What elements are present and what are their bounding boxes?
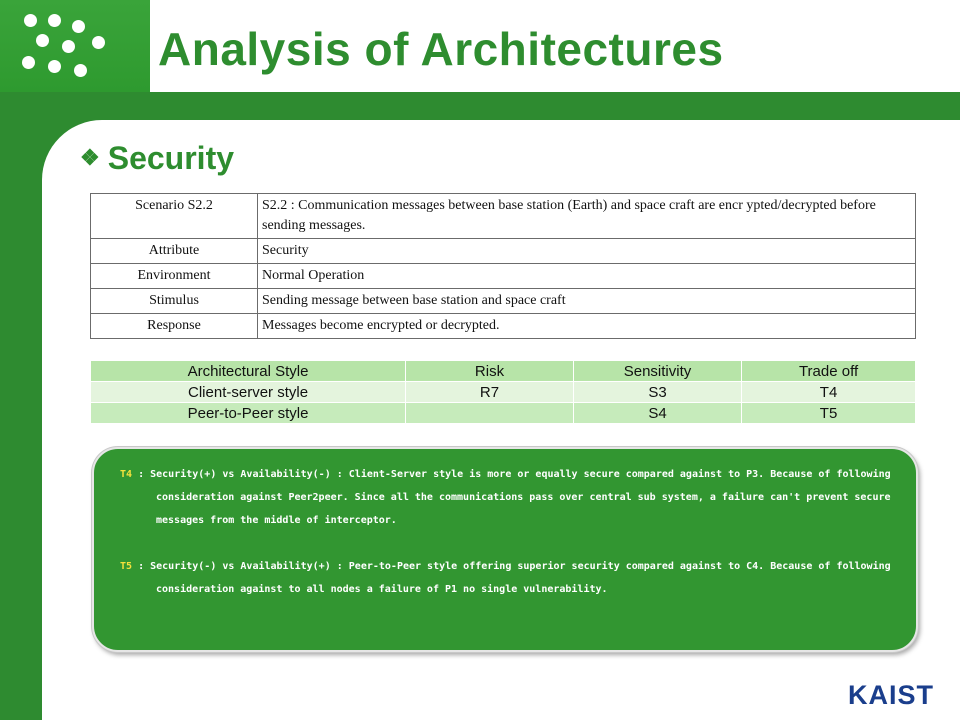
scenario-key: Stimulus [90, 288, 258, 314]
table-cell: T4 [741, 381, 916, 403]
dots-logo-icon [14, 10, 124, 80]
title-bar: Analysis of Architectures [0, 0, 960, 92]
column-header: Architectural Style [89, 360, 407, 382]
diamond-bullet-icon: ❖ [80, 145, 100, 170]
title-background [150, 0, 960, 92]
note-tag: T4 [120, 469, 133, 480]
table-cell: Client-server style [89, 381, 407, 403]
section-title-text: Security [107, 140, 235, 176]
column-header: Trade off [741, 360, 916, 382]
scenario-value: Normal Operation [257, 263, 916, 289]
scenario-key: Response [90, 313, 258, 339]
scenario-value: Messages become encrypted or decrypted. [257, 313, 916, 339]
note-text: : Security(+) vs Availability(-) : Clien… [132, 469, 891, 526]
section-heading: ❖ Security [80, 140, 234, 177]
scenario-value: Security [257, 238, 916, 264]
tradeoff-notes-box: T4 : Security(+) vs Availability(-) : Cl… [92, 447, 918, 652]
column-header: Risk [405, 360, 574, 382]
table-cell: S4 [572, 402, 743, 424]
scenario-key: Scenario S2.2 [90, 193, 258, 239]
scenario-key: Attribute [90, 238, 258, 264]
green-band [0, 92, 960, 120]
table-cell [405, 402, 574, 424]
column-header: Sensitivity [572, 360, 743, 382]
table-cell: S3 [572, 381, 743, 403]
table-cell: T5 [741, 402, 916, 424]
note-t4: T4 : Security(+) vs Availability(-) : Cl… [120, 463, 896, 532]
table-cell: R7 [405, 381, 574, 403]
scenario-value: S2.2 : Communication messages between ba… [257, 193, 916, 239]
page-title: Analysis of Architectures [158, 23, 724, 75]
note-text: : Security(-) vs Availability(+) : Peer-… [132, 561, 891, 595]
note-t5: T5 : Security(-) vs Availability(+) : Pe… [120, 555, 896, 601]
scenario-key: Environment [90, 263, 258, 289]
note-tag: T5 [120, 561, 133, 572]
kaist-logo: KAIST [848, 680, 934, 710]
table-cell: Peer-to-Peer style [89, 402, 407, 424]
scenario-value: Sending message between base station and… [257, 288, 916, 314]
